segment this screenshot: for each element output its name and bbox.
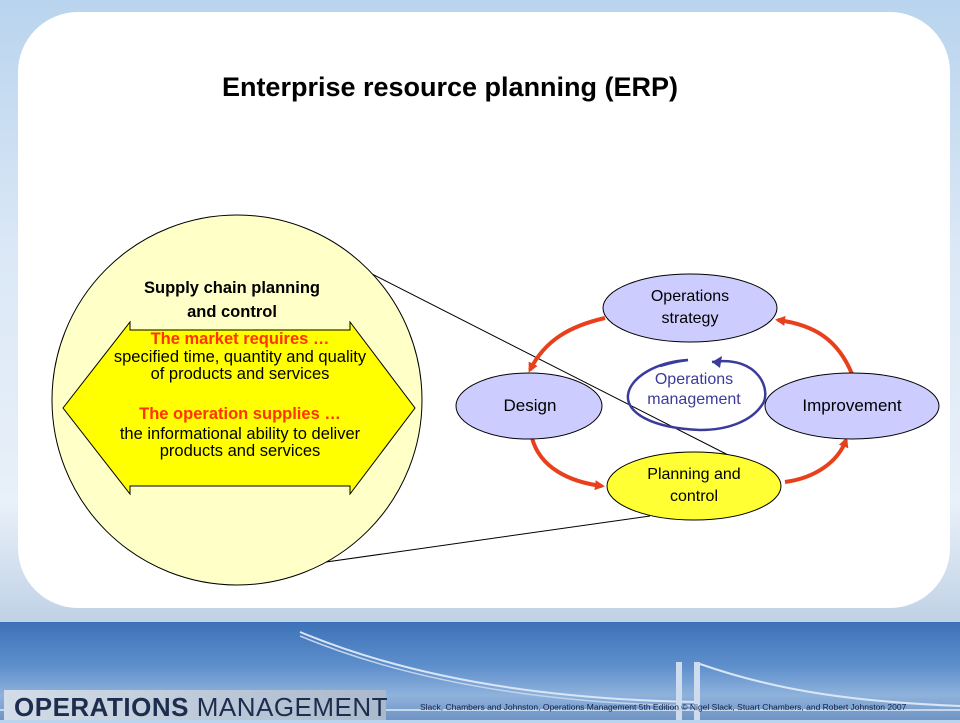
center-label-line2: management <box>647 391 741 408</box>
cycle-arrow-design-to-planning <box>530 437 605 491</box>
lens-heading-line2: and control <box>187 303 277 321</box>
slide-title: Enterprise resource planning (ERP) <box>221 72 679 102</box>
node-design <box>455 372 603 440</box>
node-improvement-label: Improvement <box>802 396 902 415</box>
erp-diagram <box>51 214 940 586</box>
zoom-line-top <box>304 239 739 461</box>
center-cycle-line <box>659 358 689 368</box>
center-cycle-arrow <box>626 358 767 432</box>
copyright-text: Slack, Chambers and Johnston, Operations… <box>420 702 907 712</box>
cycle-arrow-improvement-to-strategy <box>775 315 854 375</box>
node-strategy-label-line2: strategy <box>661 310 719 327</box>
logo: OPERATIONS MANAGEMENT <box>14 692 388 723</box>
logo-part1: OPERATIONS <box>14 692 189 722</box>
logo-box <box>4 690 386 720</box>
center-cycle-arrowhead <box>712 356 722 368</box>
lens-heading: Supply chain planning and control <box>100 276 364 324</box>
node-planning-label-line1: Planning and <box>647 466 741 483</box>
node-strategy-label-line1: Operations <box>650 288 730 305</box>
operation-heading: The operation supplies … <box>139 405 341 423</box>
center-label-line1: Operations <box>654 371 734 388</box>
cycle-arrow-planning-to-improvement <box>784 437 849 484</box>
node-design-label: Design <box>503 396 557 415</box>
center-label: Operations management <box>625 370 763 410</box>
logo-part2: MANAGEMENT <box>188 692 389 722</box>
node-planning <box>606 451 782 521</box>
node-planning-label: Planning and control <box>607 464 781 508</box>
market-heading: The market requires … <box>150 330 330 348</box>
zoom-line-bottom <box>304 515 651 566</box>
lens-heading-line1: Supply chain planning <box>143 279 320 297</box>
node-improvement <box>764 372 940 440</box>
operation-body: the informational ability to deliver pro… <box>119 425 361 460</box>
node-planning-label-line2: control <box>669 488 719 505</box>
market-body: specified time, quantity and quality of … <box>113 348 367 383</box>
double-arrow-shape <box>62 320 416 496</box>
node-strategy-label: Operations strategy <box>603 286 777 330</box>
node-strategy <box>602 273 778 343</box>
bridge-graphic <box>0 631 960 720</box>
cycle-arrow-strategy-to-design <box>528 316 606 373</box>
